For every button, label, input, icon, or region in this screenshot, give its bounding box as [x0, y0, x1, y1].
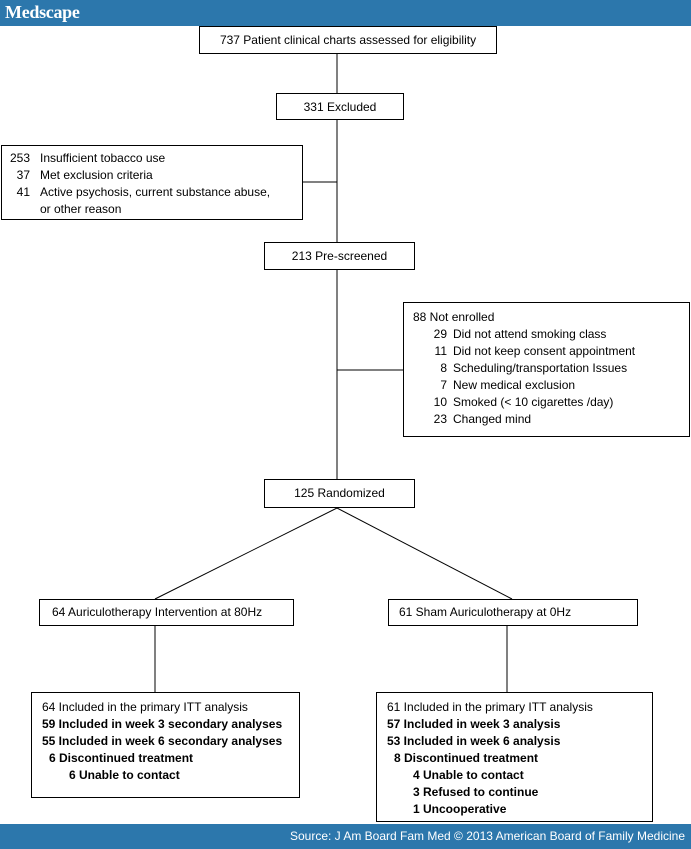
right-analysis-row: 8 Discontinued treatment [394, 751, 539, 765]
randomized-label: 125 Randomized [294, 486, 385, 500]
not-enrolled-row: 7 New medical exclusion [413, 377, 689, 394]
source-credit: Source: J Am Board Fam Med © 2013 Americ… [289, 829, 685, 843]
connector-randomized-left [154, 507, 338, 600]
not-enrolled-row: 23 Changed mind [413, 411, 689, 428]
exclusion-reason-row: 253 Insufficient tobacco use [6, 150, 302, 167]
not-enrolled-count: 10 [433, 395, 447, 409]
exclusion-text: Insufficient tobacco use [40, 151, 166, 165]
right-analysis-row: 1 Uncooperative [413, 802, 507, 816]
not-enrolled-row: 29 Did not attend smoking class [413, 326, 689, 343]
exclusion-text: Met exclusion criteria [40, 168, 153, 182]
excluded-box: 331 Excluded [276, 93, 404, 120]
arm-left-box: 64 Auriculotherapy Intervention at 80Hz [39, 599, 294, 626]
not-enrolled-count: 29 [433, 327, 447, 341]
left-analysis-row: 6 Discontinued treatment [49, 751, 194, 765]
not-enrolled-text: Smoked (< 10 cigarettes /day) [453, 395, 614, 409]
not-enrolled-box: 88 Not enrolled 29 Did not attend smoking… [403, 302, 690, 437]
medscape-logo: Medscape [5, 2, 80, 22]
assessed-label: 737 Patient clinical charts assessed for… [219, 33, 477, 47]
exclusion-reason-row: 37 Met exclusion criteria [6, 167, 302, 184]
exclusion-text: Active psychosis, current substance abus… [40, 185, 271, 199]
randomized-box: 125 Randomized [264, 479, 415, 508]
assessed-box: 737 Patient clinical charts assessed for… [199, 26, 497, 54]
exclusion-count: 37 [16, 168, 30, 182]
not-enrolled-text: Did not attend smoking class [453, 327, 607, 341]
right-analysis-box: 61 Included in the primary ITT analysis … [376, 692, 653, 822]
prescreened-label: 213 Pre-screened [291, 249, 388, 263]
footer-bar: Source: J Am Board Fam Med © 2013 Americ… [0, 824, 691, 849]
not-enrolled-text: Changed mind [453, 412, 532, 426]
not-enrolled-count: 8 [440, 361, 447, 375]
not-enrolled-count: 11 [434, 344, 447, 358]
right-analysis-row: 3 Refused to continue [413, 785, 539, 799]
not-enrolled-text: New medical exclusion [453, 378, 576, 392]
prescreened-box: 213 Pre-screened [264, 242, 415, 270]
right-analysis-row: 4 Unable to contact [413, 768, 524, 782]
left-analysis-box: 64 Included in the primary ITT analysis … [31, 692, 300, 798]
left-analysis-row: 64 Included in the primary ITT analysis [42, 700, 248, 714]
not-enrolled-row: 11 Did not keep consent appointment [413, 343, 689, 360]
not-enrolled-count: 7 [440, 378, 447, 392]
arm-right-box: 61 Sham Auriculotherapy at 0Hz [388, 599, 638, 626]
not-enrolled-row: 8 Scheduling/transportation Issues [413, 360, 689, 377]
not-enrolled-count: 23 [433, 412, 447, 426]
not-enrolled-row: 10 Smoked (< 10 cigarettes /day) [413, 394, 689, 411]
exclusion-reason-row: 41 Active psychosis, current substance ab… [6, 184, 302, 201]
not-enrolled-text: Did not keep consent appointment [453, 344, 636, 358]
right-analysis-row: 61 Included in the primary ITT analysis [387, 700, 593, 714]
excluded-label: 331 Excluded [303, 100, 377, 114]
left-analysis-row: 59 Included in week 3 secondary analyses [42, 717, 283, 731]
exclusion-count: 253 [9, 151, 30, 165]
right-analysis-row: 57 Included in week 3 analysis [387, 717, 561, 731]
right-analysis-row: 53 Included in week 6 analysis [387, 734, 561, 748]
left-analysis-row: 55 Included in week 6 secondary analyses [42, 734, 283, 748]
connector-randomized-right [336, 507, 513, 600]
arm-left-title: 64 Auriculotherapy Intervention at 80Hz [52, 605, 263, 619]
exclusion-text: or other reason [40, 202, 122, 216]
left-analysis-row: 6 Unable to contact [69, 768, 180, 782]
not-enrolled-title: 88 Not enrolled [413, 310, 495, 324]
exclusion-reason-row: or other reason [6, 201, 302, 218]
arm-right-title: 61 Sham Auriculotherapy at 0Hz [399, 605, 572, 619]
header-bar: Medscape [0, 0, 691, 26]
not-enrolled-text: Scheduling/transportation Issues [453, 361, 628, 375]
exclusion-count: 41 [16, 185, 30, 199]
exclusion-reasons-box: 253 Insufficient tobacco use 37 Met exclus… [1, 145, 303, 220]
